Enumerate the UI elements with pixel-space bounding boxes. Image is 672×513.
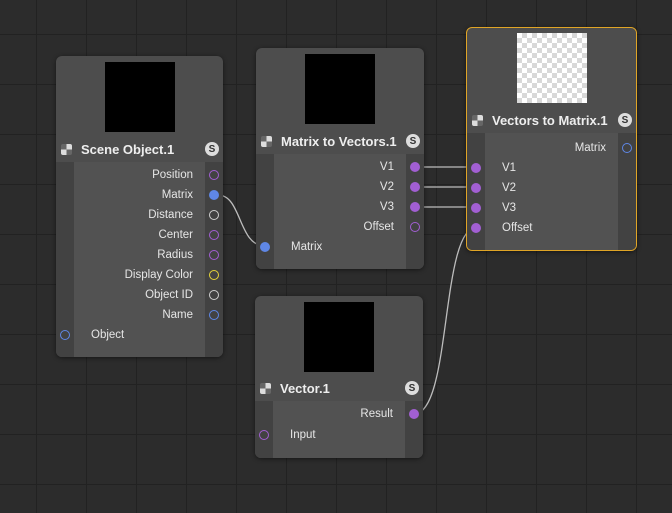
output-port-v2[interactable] [410,182,420,192]
solo-badge-icon[interactable]: S [205,142,219,156]
input-port-matrix[interactable] [260,242,270,252]
node-title: Matrix to Vectors.1 [281,133,397,149]
node-title: Scene Object.1 [81,141,175,157]
input-port-v1[interactable] [471,163,481,173]
output-port-v1[interactable] [410,162,420,172]
port-row-input: Input [255,425,423,445]
node-preview [104,62,175,132]
output-port-object-id[interactable] [209,290,219,300]
input-port-input[interactable] [259,430,269,440]
port-row-offset: Offset [256,217,424,237]
node-vectors-to-matrix[interactable]: Vectors to Matrix.1 S Matrix V1 V2 V3 Of… [466,27,637,251]
port-row-matrix: Matrix [56,185,223,205]
node-preview-transparent [516,33,587,103]
output-port-position[interactable] [209,170,219,180]
port-row-matrix-input: Matrix [256,237,424,257]
node-scene-object[interactable]: Scene Object.1 S Position Matrix Distanc… [56,56,223,357]
node-ports: V1 V2 V3 Offset Matrix [256,154,424,269]
output-port-display-color[interactable] [209,270,219,280]
input-port-offset[interactable] [471,223,481,233]
output-port-result[interactable] [409,409,419,419]
port-row-object-input: Object [56,325,223,345]
node-ports: Result Input [255,401,423,458]
node-title: Vectors to Matrix.1 [492,112,608,128]
port-row-v3-input: V3 [467,198,636,218]
output-port-distance[interactable] [209,210,219,220]
node-vector[interactable]: Vector.1 S Result Input [255,296,423,458]
port-row-center: Center [56,225,223,245]
output-port-name[interactable] [209,310,219,320]
output-port-v3[interactable] [410,202,420,212]
node-type-icon [472,114,483,126]
port-row-object-id: Object ID [56,285,223,305]
solo-badge-icon[interactable]: S [406,134,420,148]
output-port-matrix[interactable] [209,190,219,200]
input-port-v3[interactable] [471,203,481,213]
input-port-v2[interactable] [471,183,481,193]
wire-result-to-offset[interactable] [413,226,478,415]
port-row-v1-input: V1 [467,158,636,178]
port-row-result: Result [255,404,423,424]
port-row-distance: Distance [56,205,223,225]
node-preview [305,54,375,124]
port-row-offset-input: Offset [467,218,636,238]
port-row-position: Position [56,165,223,185]
output-port-radius[interactable] [209,250,219,260]
node-header[interactable]: Matrix to Vectors.1 S [256,130,424,152]
output-port-center[interactable] [209,230,219,240]
node-type-icon [260,382,271,394]
node-header[interactable]: Scene Object.1 S [56,138,223,160]
output-port-offset[interactable] [410,222,420,232]
node-type-icon [61,143,72,155]
node-type-icon [261,135,272,147]
solo-badge-icon[interactable]: S [405,381,419,395]
port-row-name: Name [56,305,223,325]
node-header[interactable]: Vector.1 S [255,377,423,399]
port-row-v2-input: V2 [467,178,636,198]
solo-badge-icon[interactable]: S [618,113,632,127]
node-matrix-to-vectors[interactable]: Matrix to Vectors.1 S V1 V2 V3 Offset Ma… [256,48,424,269]
port-row-v3: V3 [256,197,424,217]
node-title: Vector.1 [280,380,330,396]
port-row-radius: Radius [56,245,223,265]
node-ports: Position Matrix Distance Center Radius D… [56,162,223,357]
port-row-v2: V2 [256,177,424,197]
node-preview [304,302,374,372]
port-row-v1: V1 [256,157,424,177]
port-row-display-color: Display Color [56,265,223,285]
node-ports: Matrix V1 V2 V3 Offset [467,133,636,250]
node-header[interactable]: Vectors to Matrix.1 S [467,109,636,131]
input-port-object[interactable] [60,330,70,340]
port-row-matrix-output: Matrix [467,138,636,158]
output-port-matrix[interactable] [622,143,632,153]
